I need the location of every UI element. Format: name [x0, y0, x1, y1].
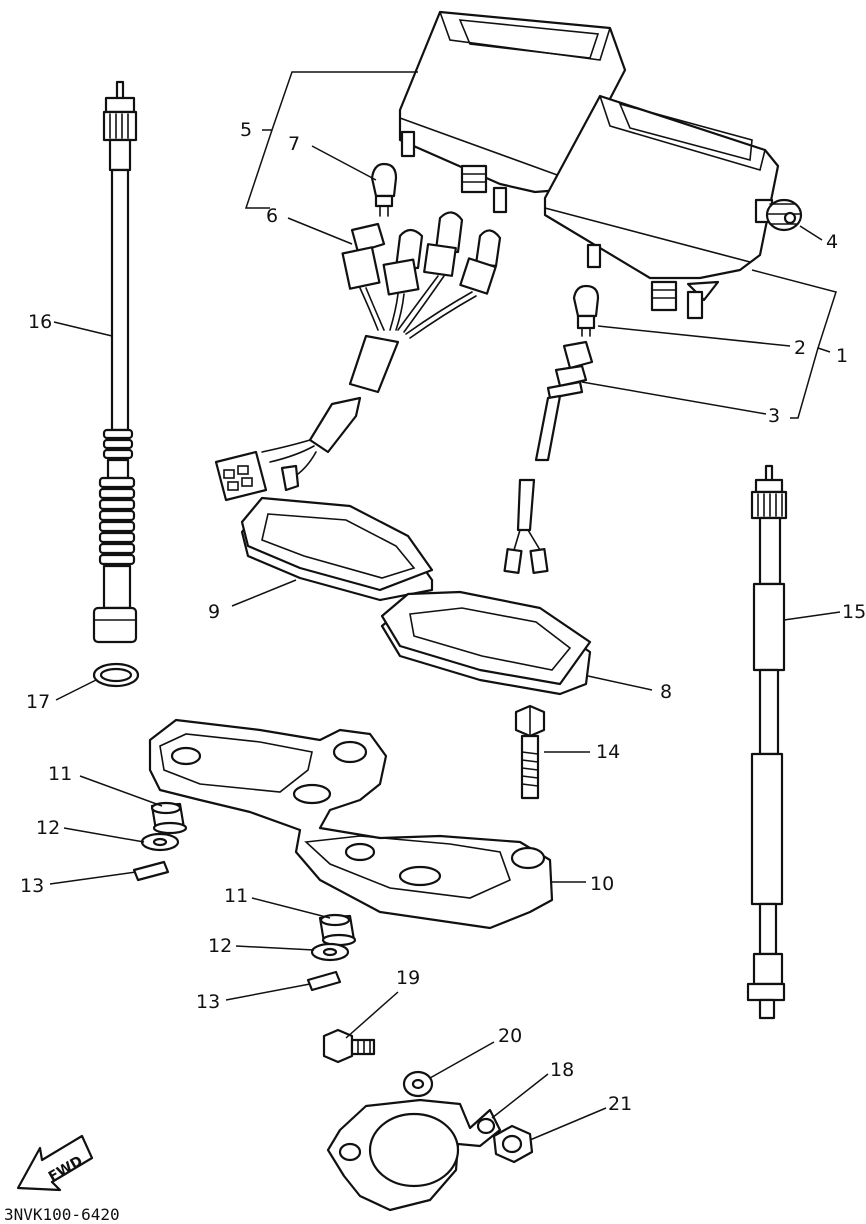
callout-21: 21 [608, 1093, 632, 1115]
washer-part-12-lower [310, 942, 350, 962]
callout-13-lower: 13 [196, 991, 220, 1013]
clip-part-13-upper [132, 860, 170, 882]
callout-1: 1 [836, 345, 848, 367]
clamp-part-18 [326, 1098, 502, 1212]
speedometer-cable-part-16 [92, 80, 138, 644]
tachometer-meter-part-1 [543, 94, 780, 320]
callout-12-upper: 12 [36, 817, 60, 839]
washer-part-20 [402, 1070, 434, 1098]
callout-15: 15 [842, 601, 866, 623]
grommet-part-11-upper [150, 801, 188, 835]
speedometer-meter-part-5 [398, 10, 627, 214]
callout-16: 16 [28, 311, 52, 333]
bulb-part-2 [572, 284, 600, 337]
bulb-part-7 [370, 162, 398, 217]
bulb-socket-part-3 [503, 340, 594, 574]
callout-13-upper: 13 [20, 875, 44, 897]
bolt-part-14 [514, 704, 546, 800]
callout-6: 6 [266, 205, 278, 227]
gasket-part-8 [380, 590, 592, 696]
callout-10: 10 [590, 873, 614, 895]
callout-20: 20 [498, 1025, 522, 1047]
washer-part-12-upper [140, 832, 180, 852]
gasket-part-9 [240, 496, 434, 602]
washer-part-17 [92, 662, 140, 688]
fwd-direction-arrow: FWD [16, 1134, 94, 1192]
callout-3: 3 [768, 405, 780, 427]
wire-harness-part-6 [214, 211, 502, 502]
callout-11-upper: 11 [48, 763, 72, 785]
leader-lines [49, 71, 841, 1141]
callout-4: 4 [826, 231, 838, 253]
drawing-code: 3NVK100-6420 [4, 1205, 120, 1224]
callout-17: 17 [26, 691, 50, 713]
bolt-part-19 [322, 1028, 376, 1064]
clip-part-13-lower [306, 970, 342, 992]
nut-part-21 [492, 1124, 534, 1164]
callout-2: 2 [794, 337, 806, 359]
callout-5: 5 [240, 119, 252, 141]
callout-14: 14 [596, 741, 620, 763]
callout-12-lower: 12 [208, 935, 232, 957]
callout-labels: 1 2 3 4 5 6 7 8 9 10 11 11 12 12 13 13 1… [20, 119, 866, 1115]
reset-knob-part-4 [754, 198, 803, 232]
grommet-part-11-lower [318, 913, 357, 947]
callout-19: 19 [396, 967, 420, 989]
callout-9: 9 [208, 601, 220, 623]
callout-8: 8 [660, 681, 672, 703]
tachometer-cable-part-15 [746, 464, 788, 1020]
callout-18: 18 [550, 1059, 574, 1081]
callout-11-lower: 11 [224, 885, 248, 907]
callout-7: 7 [288, 133, 300, 155]
meter-bracket-part-10 [148, 718, 554, 930]
